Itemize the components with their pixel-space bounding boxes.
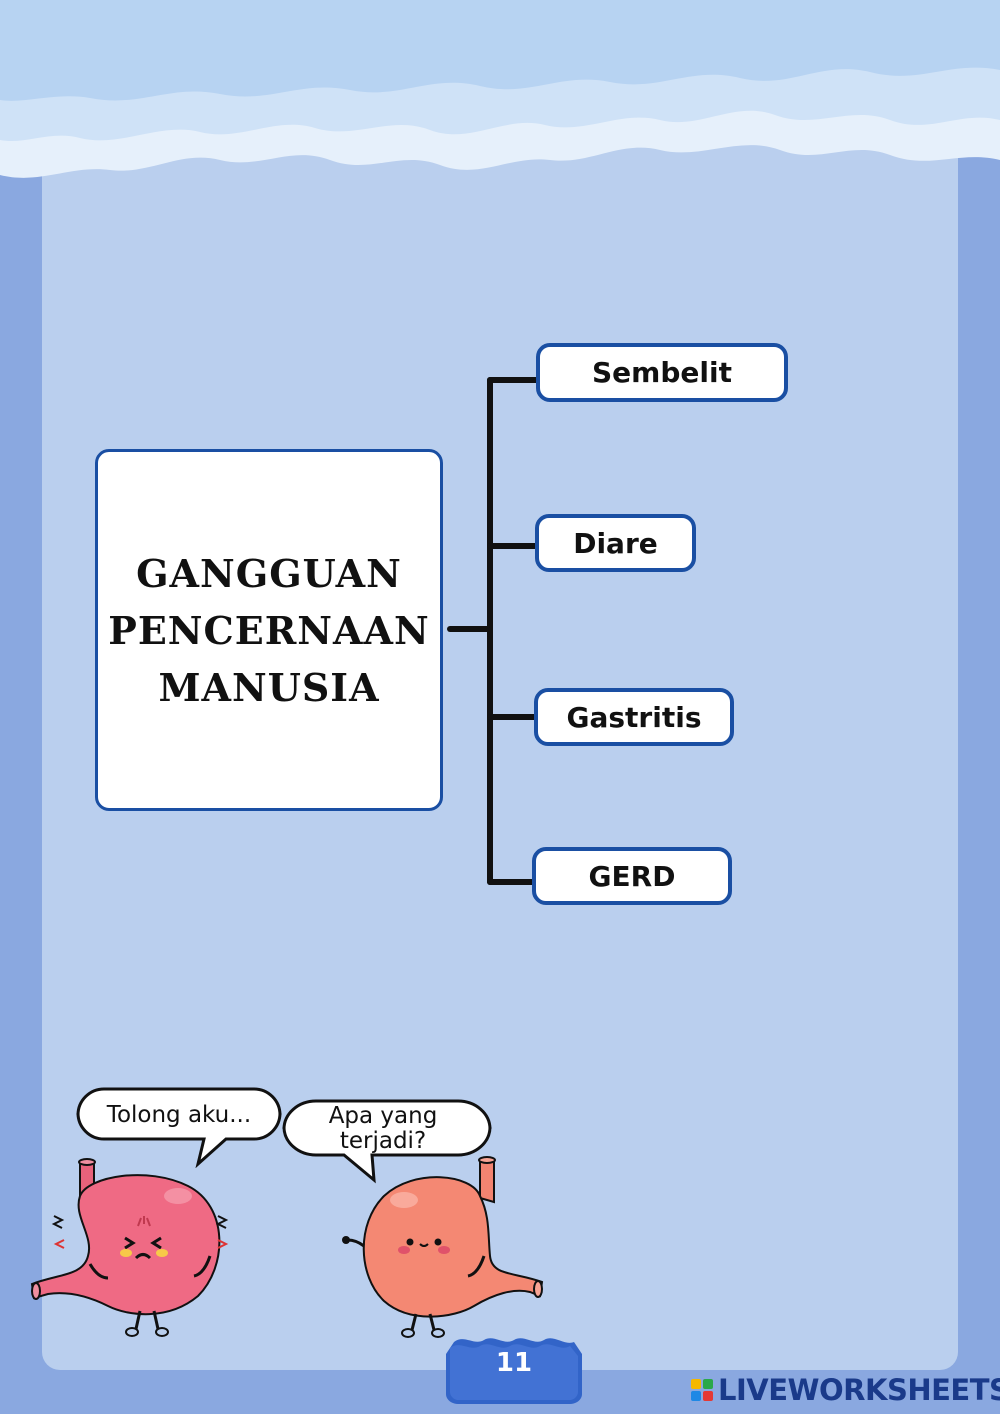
branch-box-gastritis: Gastritis (534, 688, 734, 746)
branch-box-diare: Diare (535, 514, 696, 572)
brand-footer[interactable]: LIVEWORKSHEETS (690, 1372, 1000, 1408)
central-topic-box: GANGGUAN PENCERNAAN MANUSIA (95, 449, 443, 811)
speech-bubble-left (76, 1087, 282, 1168)
branch-label: GERD (588, 859, 676, 893)
page-number: 11 (495, 1348, 533, 1378)
liveworksheets-logo-icon (691, 1379, 713, 1401)
brand-name: LIVEWORKSHEETS (718, 1373, 1000, 1407)
sad-stomach-mascot (30, 1158, 229, 1337)
branch-label: Diare (573, 526, 658, 560)
cloud-banner (0, 0, 1000, 178)
speech-text-right-line2: terjadi? (339, 1128, 427, 1154)
branch-box-gerd: GERD (532, 847, 732, 905)
branch-label: Sembelit (592, 356, 732, 389)
speech-text-right-line1: Apa yang (328, 1103, 438, 1129)
speech-bubble-right (282, 1099, 492, 1184)
branch-box-sembelit: Sembelit (536, 343, 788, 402)
speech-text-left: Tolong aku... (106, 1102, 252, 1128)
central-topic-title: GANGGUAN PENCERNAAN MANUSIA (108, 550, 430, 710)
branch-label: Gastritis (566, 700, 702, 734)
happy-stomach-mascot (342, 1156, 544, 1338)
page-badge (446, 1338, 582, 1404)
